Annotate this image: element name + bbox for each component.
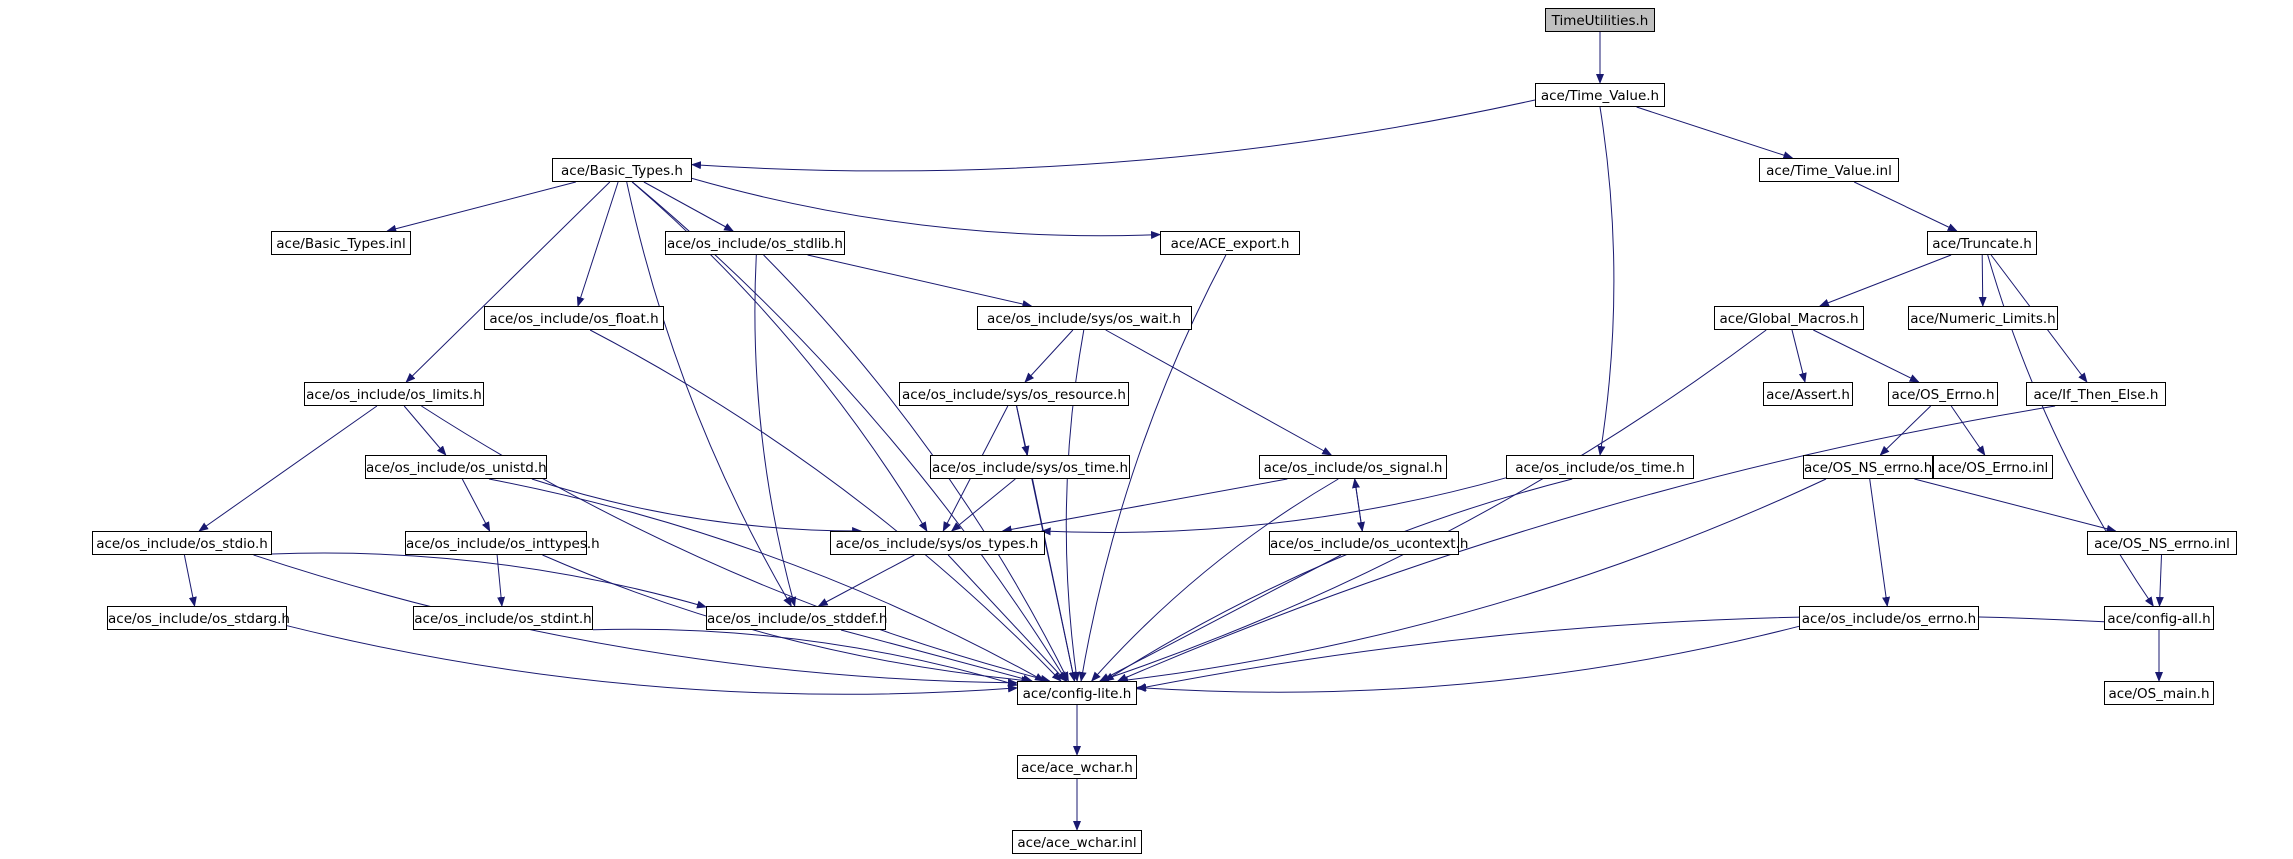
edge-os_stdlib-to-os_wait	[807, 254, 1033, 308]
edge-If_Then_Else-to-config_lite	[1116, 405, 2056, 682]
node-sys-os-wait-h[interactable]: ace/os_include/sys/os_wait.h	[976, 306, 1192, 330]
node-global-macros-h[interactable]: ace/Global_Macros.h	[1714, 306, 1864, 330]
edge-sys_os_time-to-os_types	[950, 478, 1016, 532]
node-sys-os-resource-h[interactable]: ace/os_include/sys/os_resource.h	[899, 382, 1129, 406]
edge-os_types-to-config_lite	[947, 554, 1067, 682]
edge-Time_Value_inl-to-Truncate	[1853, 181, 1958, 232]
edge-os_unistd-to-os_inttypes	[461, 478, 491, 532]
node-config-all-h[interactable]: ace/config-all.h	[2104, 606, 2214, 630]
node-assert-h[interactable]: ace/Assert.h	[1763, 382, 1853, 406]
node-timeutilities-h[interactable]: TimeUtilities.h	[1545, 8, 1655, 32]
edge-os_wait-to-os_resource	[1024, 329, 1074, 383]
node-os-main-h[interactable]: ace/OS_main.h	[2104, 681, 2214, 705]
edge-Basic_Types-to-Basic_Types_inl	[386, 181, 576, 233]
edge-os_stdio-to-os_stddef	[271, 552, 707, 609]
edge-os_ucontext-to-os_signal	[1352, 478, 1363, 532]
edge-os_stdio-to-os_stdarg	[183, 554, 197, 607]
edge-os_wait-to-os_signal	[1105, 329, 1333, 456]
edge-os_inttypes-to-os_stdint	[496, 554, 506, 607]
edge-Time_Value-to-Basic_Types	[691, 99, 1536, 172]
edge-os_unistd-to-os_types	[531, 478, 863, 536]
edge-OS_NS_errno-to-config_lite	[1118, 478, 1827, 684]
edge-os_errno-to-config_lite	[1136, 625, 1800, 693]
edge-OS_NS_errno-to-os_errno	[1869, 478, 1891, 607]
node-os-signal-h[interactable]: ace/os_include/os_signal.h	[1259, 455, 1447, 479]
edge-OS_Errno-to-OS_Errno_inl	[1950, 405, 1986, 456]
edge-Basic_Types-to-ACE_export	[691, 177, 1161, 239]
node-os-stdio-h[interactable]: ace/os_include/os_stdio.h	[92, 531, 272, 555]
edge-os_stdio-to-config_lite	[253, 554, 1018, 687]
node-os-ucontext-h[interactable]: ace/os_include/os_ucontext.h	[1269, 531, 1468, 555]
node-os-errno-h-include[interactable]: ace/os_include/os_errno.h	[1799, 606, 1979, 630]
edge-Basic_Types-to-os_float	[576, 181, 619, 307]
node-numeric-limits-h[interactable]: ace/Numeric_Limits.h	[1908, 306, 2058, 330]
edge-Time_Value-to-Time_Value_inl	[1636, 106, 1794, 160]
edge-Truncate-to-config_all	[1987, 254, 2154, 607]
node-os-unistd-h[interactable]: ace/os_include/os_unistd.h	[365, 455, 547, 479]
edge-Truncate-to-Global_Macros	[1818, 254, 1952, 307]
node-time-value-inl[interactable]: ace/Time_Value.inl	[1759, 158, 1899, 182]
edge-ACE_export-to-config_lite	[1078, 254, 1227, 682]
edge-os_stdint-to-config_lite	[592, 628, 1018, 687]
edge-os_limits-to-os_unistd	[403, 405, 447, 456]
edge-Basic_Types-to-os_limits	[405, 181, 611, 383]
edge-Basic_Types-to-os_types	[631, 181, 928, 532]
edge-Global_Macros-to-Assert	[1791, 329, 1807, 383]
edge-OS_NS_errno_inl-to-config_all	[2155, 554, 2164, 607]
node-ace-export-h[interactable]: ace/ACE_export.h	[1160, 231, 1300, 255]
node-os-inttypes-h[interactable]: ace/os_include/os_inttypes.h	[405, 531, 600, 555]
edge-os_wait-to-config_lite	[1065, 329, 1085, 682]
node-if-then-else-h[interactable]: ace/If_Then_Else.h	[2026, 382, 2166, 406]
edge-Global_Macros-to-OS_Errno	[1813, 329, 1920, 383]
node-os-stdint-h[interactable]: ace/os_include/os_stdint.h	[413, 606, 593, 630]
edge-os_time-to-os_types	[1040, 477, 1507, 536]
node-ace-wchar-inl[interactable]: ace/ace_wchar.inl	[1012, 830, 1142, 854]
node-os-errno-h[interactable]: ace/OS_Errno.h	[1888, 382, 1998, 406]
edge-os_types-to-os_stddef	[817, 554, 915, 607]
node-os-float-h[interactable]: ace/os_include/os_float.h	[484, 306, 664, 330]
edge-os_time-to-config_lite	[1103, 478, 1573, 682]
edge-os_limits-to-os_stdio	[198, 405, 378, 532]
node-config-lite-h[interactable]: ace/config-lite.h	[1017, 681, 1137, 705]
node-time-value-h[interactable]: ace/Time_Value.h	[1535, 83, 1665, 107]
node-basic-types-inl[interactable]: ace/Basic_Types.inl	[271, 231, 411, 255]
edge-os_signal-to-config_lite	[1091, 478, 1339, 682]
edge-os_stdarg-to-config_lite	[286, 625, 1018, 695]
node-os-stdlib-h[interactable]: ace/os_include/os_stdlib.h	[665, 231, 845, 255]
edge-os_unistd-to-config_lite	[488, 478, 1045, 682]
node-sys-os-time-h[interactable]: ace/os_include/sys/os_time.h	[930, 455, 1130, 479]
node-ace-wchar-h[interactable]: ace/ace_wchar.h	[1017, 755, 1137, 779]
node-os-ns-errno-h[interactable]: ace/OS_NS_errno.h	[1803, 455, 1933, 479]
edge-Time_Value-to-os_time	[1597, 106, 1615, 456]
edge-os_signal-to-os_types	[1001, 478, 1288, 534]
node-truncate-h[interactable]: ace/Truncate.h	[1927, 231, 2037, 255]
node-os-stddef-h[interactable]: ace/os_include/os_stddef.h	[706, 606, 887, 630]
edge-Basic_Types-to-os_stdlib	[643, 181, 734, 232]
node-basic-types-h[interactable]: ace/Basic_Types.h	[552, 158, 692, 182]
edge-Basic_Types-to-os_stddef	[626, 181, 792, 607]
node-os-time-h[interactable]: ace/os_include/os_time.h	[1506, 455, 1694, 479]
node-os-stdarg-h[interactable]: ace/os_include/os_stdarg.h	[107, 606, 290, 630]
edge-Truncate-to-Numeric_Limits	[1978, 254, 1987, 307]
node-os-errno-inl[interactable]: ace/OS_Errno.inl	[1933, 455, 2053, 479]
edge-OS_Errno-to-OS_NS_errno	[1879, 405, 1932, 456]
edge-sys_os_time-to-config_lite	[1032, 478, 1077, 682]
node-os-limits-h[interactable]: ace/os_include/os_limits.h	[304, 382, 484, 406]
edge-os_ucontext-to-config_lite	[1099, 554, 1342, 682]
edge-OS_NS_errno-to-OS_NS_errno_inl	[1914, 478, 2117, 533]
node-sys-os-types-h[interactable]: ace/os_include/sys/os_types.h	[829, 531, 1045, 555]
edge-os_float-to-config_lite	[589, 329, 1062, 682]
edge-os_stddef-to-config_lite	[840, 629, 1033, 683]
node-os-ns-errno-inl[interactable]: ace/OS_NS_errno.inl	[2087, 531, 2237, 555]
